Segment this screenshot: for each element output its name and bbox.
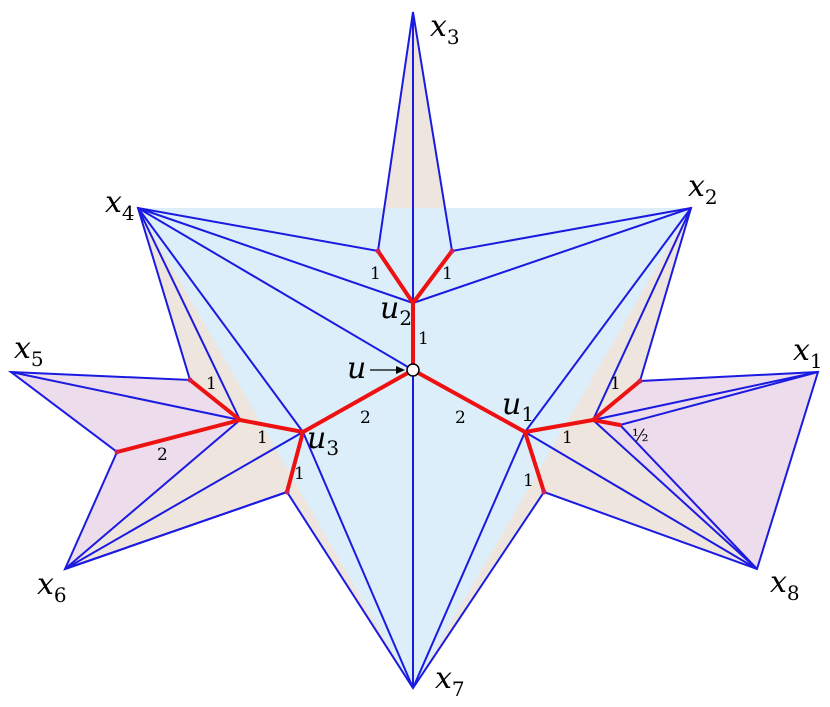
tree-edge [591, 379, 642, 422]
edge [64, 419, 241, 570]
endpoint [541, 489, 547, 495]
center-node-u [406, 363, 420, 377]
endpoint [114, 449, 120, 455]
tree-edge [238, 418, 305, 434]
blue-edges [7, 11, 820, 690]
edge [524, 207, 692, 433]
vertex-label-x6: x6 [37, 567, 67, 607]
star-outline [7, 11, 820, 690]
edge [302, 431, 414, 689]
tree-edge [591, 418, 622, 427]
edge [412, 431, 526, 689]
weight-label: 1 [418, 329, 429, 349]
red-tree [115, 249, 642, 494]
endpoint [375, 248, 381, 254]
weight-label: 1 [610, 374, 621, 394]
vertex-label-x7: x7 [435, 661, 465, 701]
node-label-u1: u1 [502, 387, 534, 426]
edge [592, 371, 819, 421]
edge [10, 371, 241, 421]
tree-edge [376, 249, 415, 305]
tree-endpoints [114, 248, 643, 495]
left-tip-region [11, 372, 240, 569]
vertex-label-x1: x1 [793, 333, 823, 373]
tree-edge [301, 368, 415, 434]
weight-label: 2 [360, 408, 371, 428]
node-label-u3: u3 [307, 421, 339, 460]
central-region [138, 208, 691, 688]
node-label-u: u [347, 351, 366, 386]
edge [137, 207, 241, 421]
weight-label: 1 [257, 428, 268, 448]
endpoint [187, 377, 193, 383]
weight-label: 2 [157, 445, 168, 465]
weight-label: ½ [632, 426, 648, 446]
edge [619, 424, 758, 570]
endpoint [637, 378, 643, 384]
edge [137, 207, 414, 304]
edge [137, 207, 304, 433]
edge [64, 431, 304, 570]
vertex-label-x3: x3 [430, 9, 460, 49]
tree-edge [523, 430, 546, 494]
edge [592, 419, 758, 570]
right-tip-region [593, 372, 818, 569]
tree-edge [411, 368, 527, 434]
edge [619, 371, 819, 426]
u-arrow [370, 366, 405, 374]
tree-edge [115, 418, 242, 454]
edge [592, 207, 692, 421]
vertex-label-x8: x8 [770, 565, 800, 605]
weight-label: 1 [562, 428, 573, 448]
edge [412, 207, 692, 304]
edge [137, 207, 414, 371]
node-label-u2: u2 [380, 291, 412, 330]
weight-label: 1 [442, 264, 453, 284]
weight-label: 1 [206, 374, 217, 394]
tree-edge [523, 418, 595, 434]
weight-label: 1 [370, 264, 381, 284]
vertex-label-x5: x5 [14, 331, 44, 371]
weight-label: 1 [523, 471, 534, 491]
vertex-label-x2: x2 [688, 169, 718, 209]
edge [64, 491, 288, 570]
vertex-label-x4: x4 [105, 185, 135, 225]
weight-label: 1 [294, 464, 305, 484]
tree-edge [411, 249, 454, 305]
tree-edge [285, 430, 305, 494]
weight-label: 2 [455, 408, 466, 428]
endpoint [449, 248, 455, 254]
endpoint [284, 489, 290, 495]
edge [524, 431, 758, 570]
tree-edge [188, 378, 242, 422]
